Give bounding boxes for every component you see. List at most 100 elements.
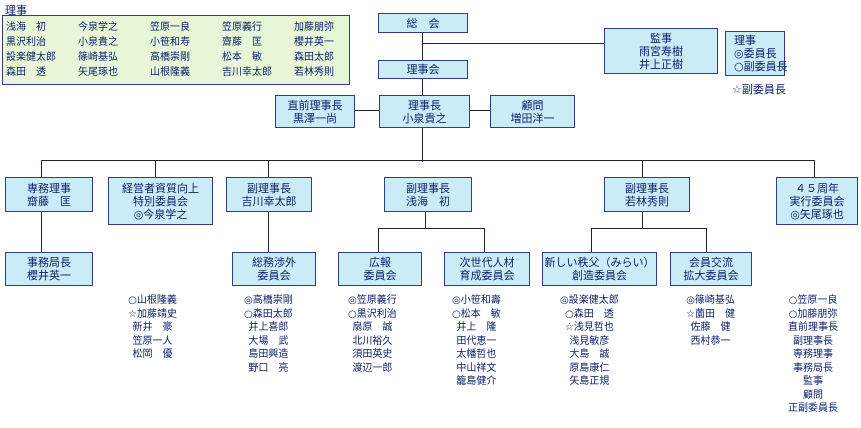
board-member: 森田 透 — [6, 67, 46, 78]
legend-vice: ○副委員長 — [734, 60, 788, 73]
auditor-name-2: 井上正樹 — [639, 57, 683, 71]
general-affairs-members: ◎高橋崇剛○森田太郎井上喜郎大場 武島田興造野口 亮 — [244, 294, 293, 375]
advisor-name: 増田洋一 — [510, 111, 555, 125]
board-member: 山根隆義 — [150, 67, 190, 78]
vice-chair-3-box: 副理事長 若林秀則 — [604, 177, 690, 212]
new-father-line-1: 新しい秩父（みらい） — [544, 256, 655, 269]
chair-name: 小泉貴之 — [402, 111, 447, 125]
member-name: 新井 豪 — [132, 322, 173, 333]
legend-box: 理事 ◎委員長 ○副委員長 — [725, 31, 788, 76]
board-member: 今泉学之 — [78, 22, 118, 33]
member-name: 扇原 誠 — [352, 322, 393, 333]
board-member: 加藤朋弥 — [294, 22, 334, 33]
member-name: ○加藤朋弥 — [788, 308, 838, 320]
board-member: 齋藤 匡 — [222, 37, 262, 48]
board-member: 若林秀則 — [294, 67, 334, 78]
general-affairs-line-2: 委員会 — [257, 269, 291, 282]
secretariat-name: 櫻井英一 — [27, 269, 71, 282]
member-name: ☆浅見哲也 — [564, 322, 614, 333]
board-member: 黒沢利治 — [6, 37, 46, 48]
member-name: 北川裕久 — [352, 335, 393, 347]
general-affairs-line-1: 総務渉外 — [252, 256, 296, 269]
member-name: 顧問 — [803, 389, 823, 401]
vice-chair-2-title: 副理事長 — [406, 181, 450, 195]
member-name: 井上喜郎 — [248, 322, 289, 333]
member-name: ◎小笹和壽 — [452, 295, 501, 306]
anniversary-line-3: ◎矢尾琢也 — [790, 207, 844, 221]
exec-director-box: 専務理事 齋藤 匡 — [5, 177, 93, 212]
new-father-box: 新しい秩父（みらい） 創造委員会 — [542, 252, 657, 286]
past-chair-box: 直前理事長 黒澤一尚 — [275, 95, 355, 128]
member-name: ○山根隆義 — [128, 295, 177, 306]
pr-line-1: 広報 — [369, 256, 391, 269]
advisor-title: 顧問 — [521, 98, 544, 112]
vice-chair-3-title: 副理事長 — [625, 181, 669, 195]
vice-chair-1-box: 副理事長 吉川幸太郎 — [226, 177, 312, 212]
next-gen-members: ◎小笹和壽○松本 敏井上 隆田代恵一太幡哲也中山祥文籠島健介 — [452, 294, 501, 389]
member-name: ○黒沢利治 — [348, 308, 397, 320]
pr-box: 広報 委員会 — [338, 252, 422, 286]
board-member: 小笹和寿 — [150, 37, 190, 48]
member-name: ○松本 敏 — [452, 308, 501, 320]
board-member: 吉川幸太郎 — [222, 67, 272, 78]
board-meeting-label: 理事会 — [406, 63, 440, 76]
member-name: 佐藤 健 — [690, 322, 731, 333]
mgmt-committee-line-2: 特別委員会 — [133, 194, 188, 208]
member-name: ◎高橋崇剛 — [244, 295, 293, 306]
board-meeting-box: 理事会 — [378, 60, 468, 79]
member-name: 笠原一人 — [132, 335, 173, 347]
vice-chair-2-name: 浅海 初 — [406, 194, 450, 208]
vice-chair-1-title: 副理事長 — [247, 181, 291, 195]
auditor-name-1: 雨宮寿樹 — [639, 44, 683, 58]
member-name: 須田英史 — [352, 349, 393, 360]
past-chair-title: 直前理事長 — [287, 98, 343, 112]
member-name: ◎篠崎基弘 — [686, 295, 735, 306]
member-name: 直前理事長 — [788, 322, 838, 333]
member-name: 西村恭一 — [690, 335, 731, 347]
member-name: ○笠原一良 — [788, 295, 838, 306]
vice-chair-3-name: 若林秀則 — [625, 194, 669, 208]
member-name: ☆加藤靖史 — [128, 308, 177, 320]
exchange-line-2: 拡大委員会 — [683, 269, 739, 282]
legend-chair: ◎委員長 — [734, 47, 777, 60]
board-member: 矢尾琢也 — [78, 67, 118, 78]
board-member: 設楽健太郎 — [6, 52, 56, 63]
auditor-title: 監事 — [650, 31, 672, 45]
member-name: 大場 武 — [248, 335, 289, 347]
member-name: 渡辺一郎 — [352, 362, 393, 374]
member-name: 原島康仁 — [569, 362, 610, 374]
board-members-box — [2, 15, 350, 85]
exchange-box: 会員交流 拡大委員会 — [670, 252, 752, 286]
board-member: 高橋崇剛 — [150, 52, 190, 63]
anniversary-line-1: ４５周年 — [795, 181, 839, 195]
past-chair-name: 黒澤一尚 — [293, 111, 337, 125]
anniversary-members: ○笠原一良○加藤朋弥直前理事長副理事長専務理事事務局長監事顧問正副委員長 — [788, 294, 838, 416]
next-gen-line-1: 次世代人材 — [459, 256, 515, 269]
member-name: 松岡 優 — [132, 349, 173, 360]
chair-box: 理事長 小泉貴之 — [379, 95, 470, 128]
member-name: 浅見敏彦 — [569, 335, 610, 347]
anniversary-line-2: 実行委員会 — [789, 194, 845, 208]
member-name: 正副委員長 — [788, 403, 838, 414]
pr-members: ◎笠原義行○黒沢利治扇原 誠北川裕久須田英史渡辺一郎 — [348, 294, 397, 375]
board-member: 櫻井英一 — [294, 37, 334, 48]
new-father-line-2: 創造委員会 — [572, 269, 627, 282]
general-meeting-box: 総 会 — [378, 13, 468, 33]
member-name: 監事 — [803, 376, 823, 387]
member-name: 野口 亮 — [248, 362, 289, 374]
board-member: 篠崎基弘 — [78, 52, 118, 63]
secretariat-title: 事務局長 — [27, 256, 71, 269]
next-gen-line-2: 育成委員会 — [459, 269, 515, 282]
member-name: ○森田太郎 — [244, 308, 293, 320]
general-affairs-box: 総務渉外 委員会 — [232, 252, 316, 286]
member-name: ☆薗田 健 — [686, 308, 735, 320]
exchange-line-1: 会員交流 — [689, 256, 733, 269]
auditor-box: 監事 雨宮寿樹 井上正樹 — [604, 28, 718, 74]
mgmt-committee-line-1: 経営者資質向上 — [122, 181, 199, 195]
member-name: 大島 誠 — [569, 349, 610, 360]
member-name: 籠島健介 — [456, 376, 497, 387]
member-name: 矢島正規 — [569, 376, 610, 387]
board-member: 森田太郎 — [294, 52, 334, 63]
member-name: 中山祥文 — [456, 362, 497, 374]
exchange-members: ◎篠崎基弘 ☆薗田 健佐藤 健西村恭一 — [686, 294, 735, 348]
